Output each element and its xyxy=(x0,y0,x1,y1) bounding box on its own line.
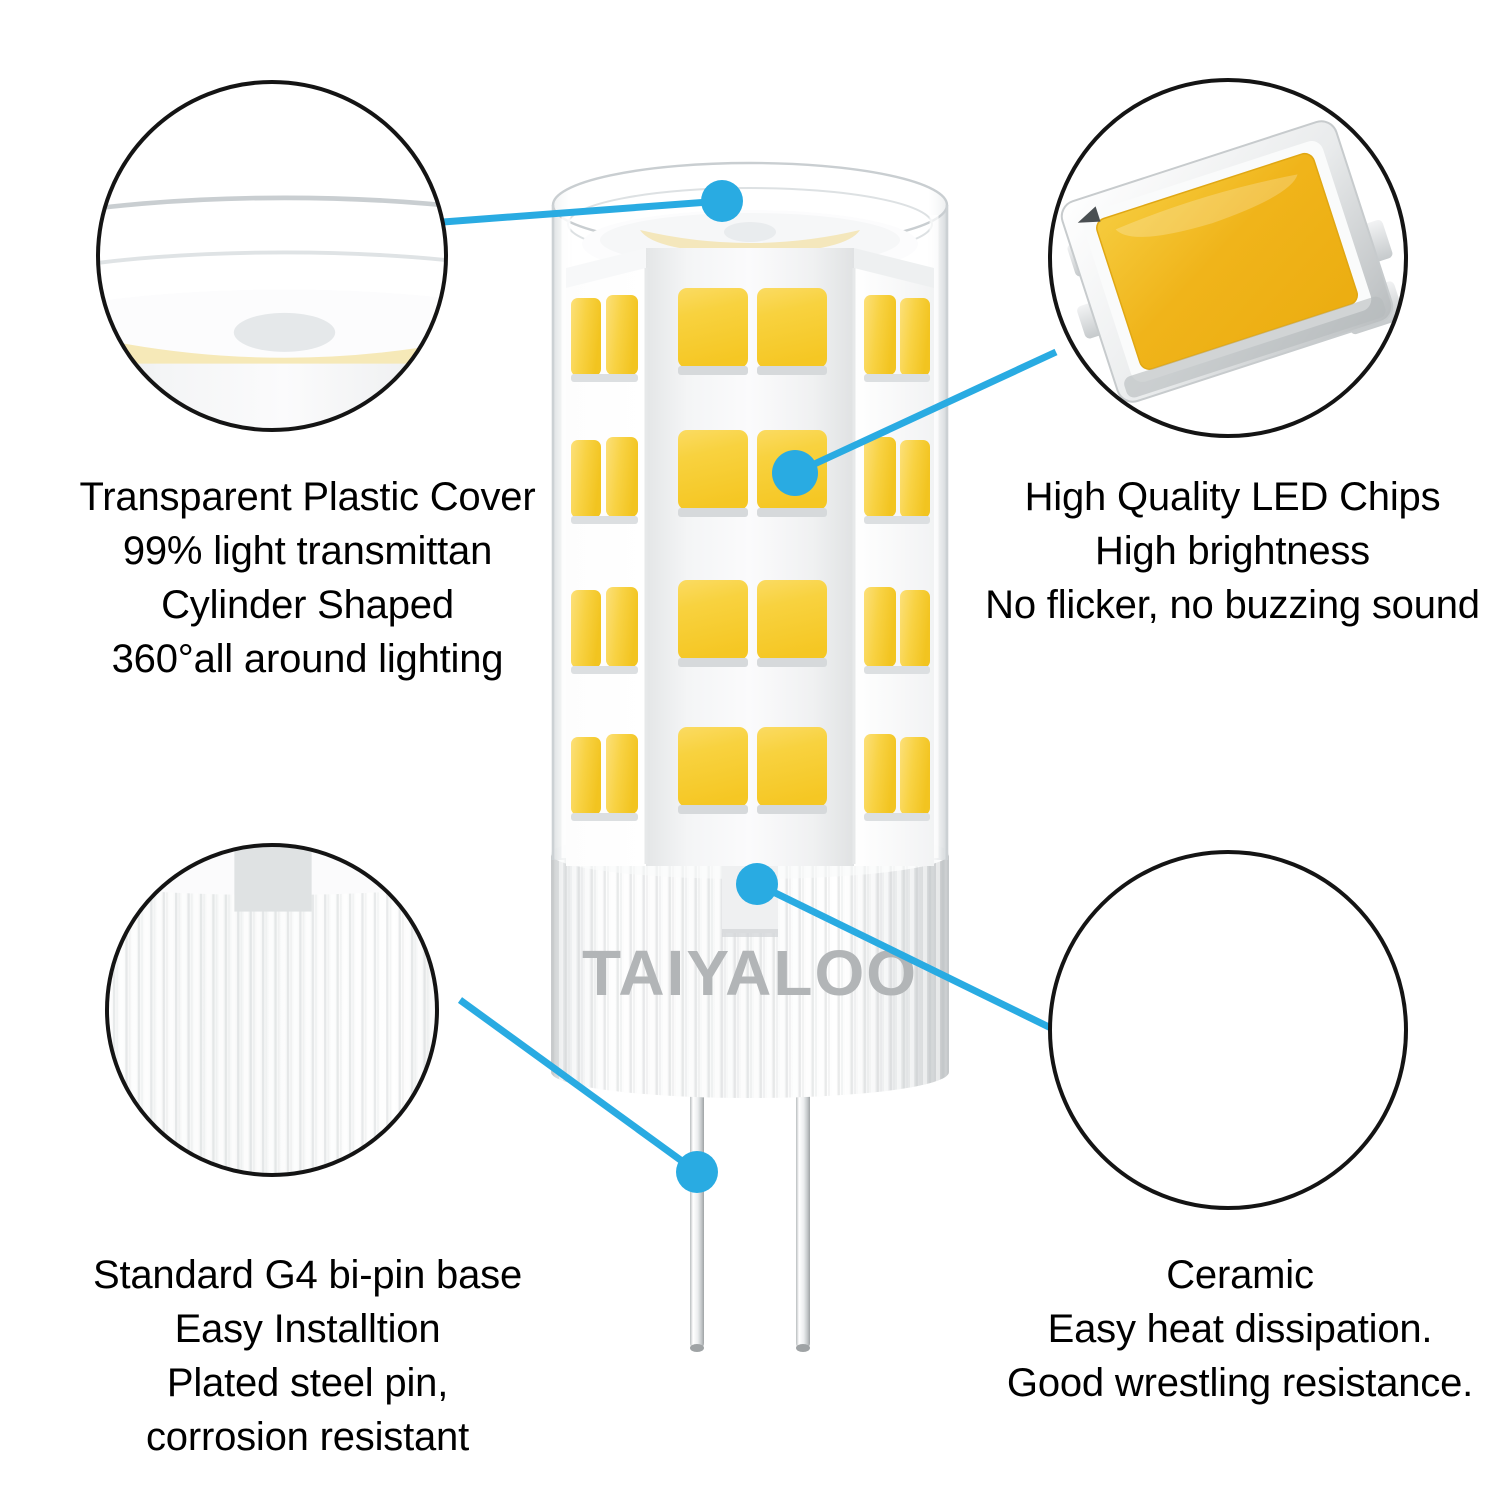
bulb-led-core xyxy=(566,248,934,866)
callout-markers xyxy=(676,180,818,1193)
caption-line: High brightness xyxy=(1095,529,1370,573)
caption-line: Cylinder Shaped xyxy=(161,583,454,627)
caption-ceramic: Ceramic Easy heat dissipation. Good wres… xyxy=(985,1248,1495,1410)
zoom-circle-ceramic-base xyxy=(1048,850,1408,1210)
led-row-1 xyxy=(571,288,930,382)
caption-led-chips: High Quality LED Chips High brightness N… xyxy=(975,470,1490,632)
callout-leader-lines xyxy=(442,197,1058,1175)
caption-line: 99% light transmittan xyxy=(122,529,493,573)
caption-g4-base: Standard G4 bi-pin base Easy Installtion… xyxy=(55,1248,560,1464)
caption-line: corrosion resistant xyxy=(146,1415,469,1459)
zoom-circle-led-chip xyxy=(1048,78,1408,438)
caption-line: Plated steel pin, xyxy=(166,1361,449,1405)
caption-line: Easy Installtion xyxy=(174,1307,441,1351)
marker-transparent-cover xyxy=(701,180,743,222)
smd-led-chip xyxy=(1060,120,1404,403)
caption-line: Standard G4 bi-pin base xyxy=(92,1253,522,1297)
led-row-4 xyxy=(571,727,930,821)
caption-line: Easy heat dissipation. xyxy=(1047,1307,1433,1351)
bulb-bi-pins xyxy=(690,1090,810,1352)
led-row-3 xyxy=(571,580,930,674)
zoom-circle-transparent-cover xyxy=(96,80,448,432)
marker-ceramic xyxy=(736,863,778,905)
marker-led-chips xyxy=(772,450,818,496)
brand-label: TAIYALOO xyxy=(582,937,918,1009)
caption-line: No flicker, no buzzing sound xyxy=(985,583,1480,627)
caption-line: High Quality LED Chips xyxy=(1024,475,1441,519)
caption-line: Ceramic xyxy=(1166,1253,1314,1297)
center-bulb-illustration: TAIYALOO xyxy=(551,161,949,1352)
caption-line: 360°all around lighting xyxy=(111,637,504,681)
marker-g4-base xyxy=(676,1151,718,1193)
caption-line: Good wrestling resistance. xyxy=(1006,1361,1474,1405)
caption-transparent-cover: Transparent Plastic Cover 99% light tran… xyxy=(55,470,560,686)
caption-line: Transparent Plastic Cover xyxy=(79,475,536,519)
